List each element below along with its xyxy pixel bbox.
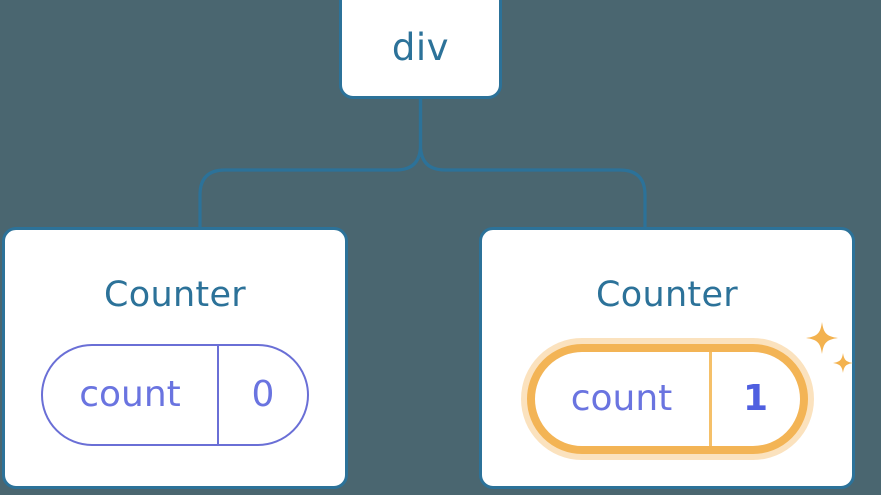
node-root-label: div: [391, 26, 450, 69]
state-pill-wrapper: count 1: [526, 322, 853, 454]
state-pill-highlighted[interactable]: count 1: [526, 344, 808, 454]
node-title: Counter: [104, 275, 246, 315]
sparkle-icons: [805, 322, 853, 373]
sparkle-small-icon: [832, 353, 853, 373]
node-counter-left[interactable]: Counter count 0: [2, 227, 348, 489]
state-value: 0: [217, 346, 307, 444]
node-root-div[interactable]: div: [339, 0, 502, 99]
state-key: count: [570, 378, 673, 419]
state-key: count: [79, 374, 181, 415]
state-pill[interactable]: count 0: [41, 344, 309, 446]
state-value: 1: [708, 352, 800, 446]
sparkle-large-icon: [805, 322, 838, 354]
node-title: Counter: [596, 275, 738, 315]
state-pill-wrapper: count 0: [41, 344, 309, 446]
node-counter-right[interactable]: Counter count 1: [479, 227, 855, 489]
